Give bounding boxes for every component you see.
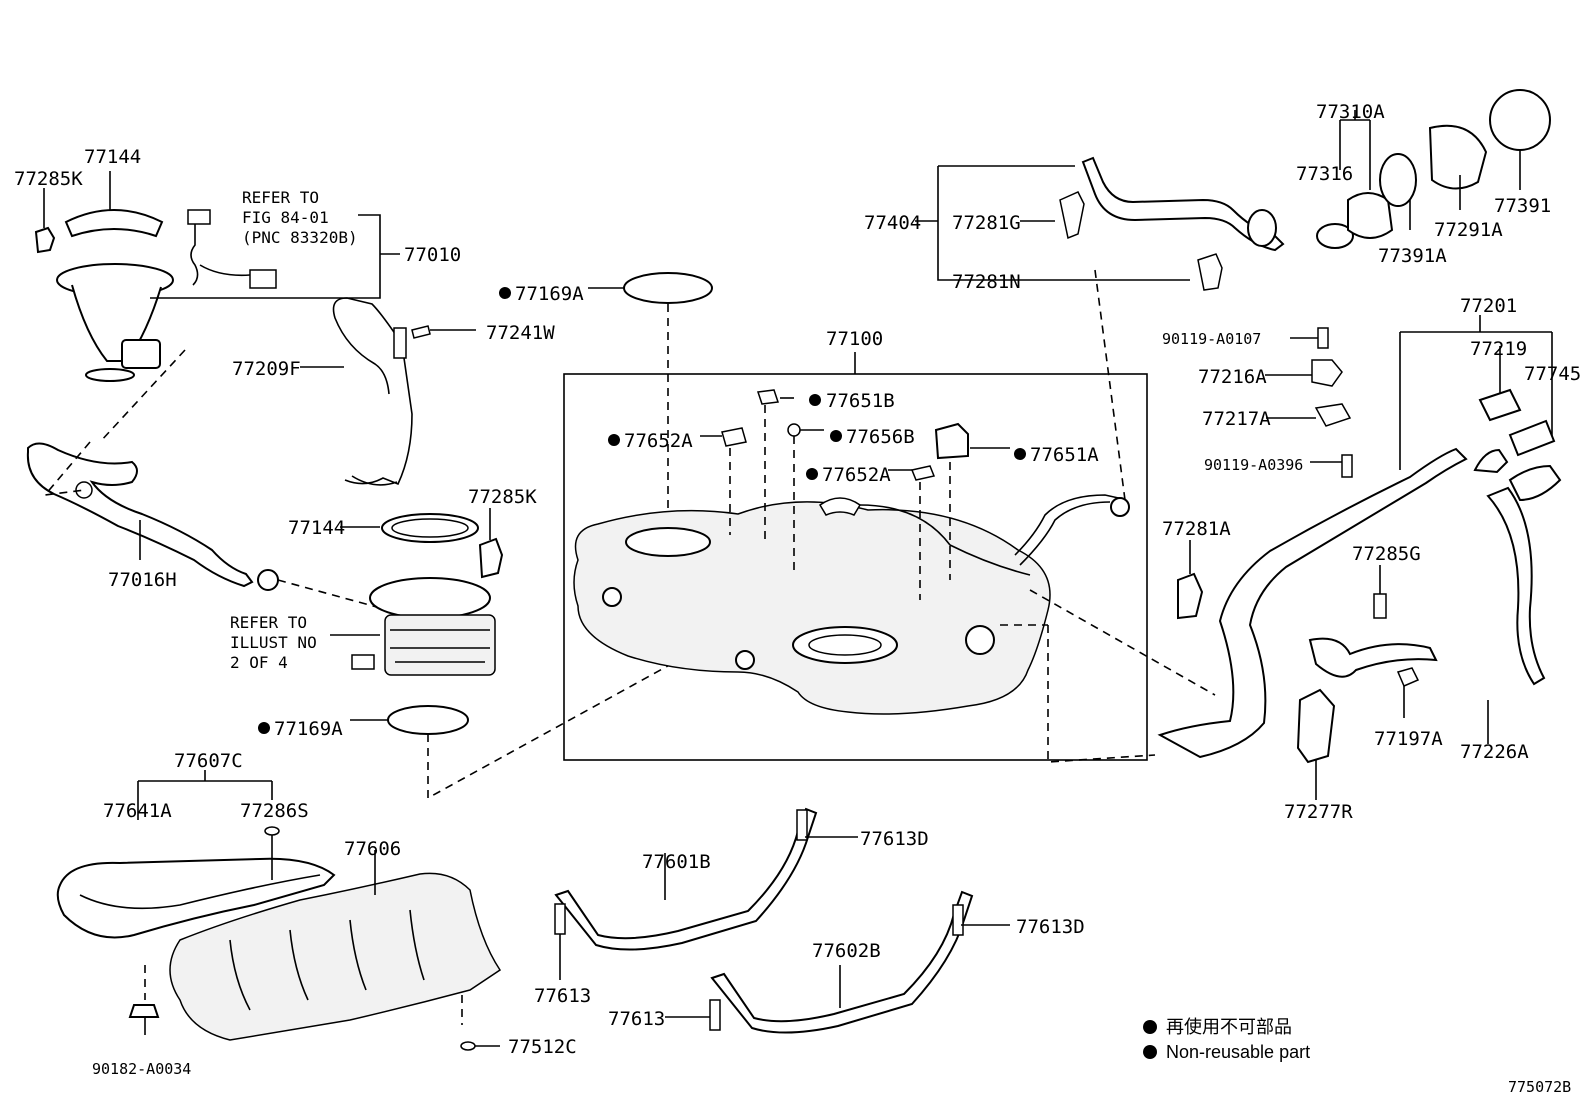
label-77651A[interactable]: 77651A (1030, 444, 1099, 466)
label-77286S[interactable]: 77286S (240, 800, 309, 822)
label-77656B[interactable]: 77656B (846, 426, 915, 448)
vent-hose-77404 (1059, 156, 1285, 291)
non-reusable-marker (806, 468, 818, 480)
label-77016H[interactable]: 77016H (108, 569, 177, 591)
label-77281N[interactable]: 77281N (952, 271, 1021, 293)
protector-77641A (56, 857, 336, 939)
fuel-hose-77016H (26, 442, 279, 591)
label-77209F[interactable]: 77209F (232, 358, 301, 380)
label-77277R[interactable]: 77277R (1284, 801, 1353, 823)
label-77641A[interactable]: 77641A (103, 800, 172, 822)
fuel-pump-assembly-top (34, 171, 277, 382)
label-90182-A0034[interactable]: 90182-A0034 (92, 1060, 191, 1078)
label-90119-A0396[interactable]: 90119-A0396 (1204, 456, 1303, 474)
legend-text-jp: 再使用不可部品 (1166, 1017, 1292, 1037)
filler-pipe-77201 (1157, 388, 1562, 759)
label-77285K-top[interactable]: 77285K (14, 168, 83, 190)
label-77197A[interactable]: 77197A (1374, 728, 1443, 750)
label-77652A-mid[interactable]: 77652A (822, 464, 891, 486)
label-77241W[interactable]: 77241W (486, 322, 555, 344)
label-77613-left[interactable]: 77613 (534, 985, 591, 1007)
fuel-line-77209F (300, 297, 476, 486)
refer-illust-line2: ILLUST NO (230, 633, 317, 652)
fuel-pump-module (330, 577, 496, 676)
label-77285K-mid[interactable]: 77285K (468, 486, 537, 508)
label-77652A-left[interactable]: 77652A (624, 430, 693, 452)
figure-id: 775072B (1508, 1078, 1571, 1096)
label-77316[interactable]: 77316 (1296, 163, 1353, 185)
refer-fig-line3: (PNC 83320B) (242, 228, 358, 247)
o-ring-bottom (387, 705, 469, 735)
label-77216A[interactable]: 77216A (1198, 366, 1267, 388)
label-77100[interactable]: 77100 (826, 328, 883, 350)
label-77217A[interactable]: 77217A (1202, 408, 1271, 430)
label-77613D-top[interactable]: 77613D (860, 828, 929, 850)
non-reusable-marker (258, 722, 270, 734)
retainer-ring-77144 (381, 513, 479, 543)
legend-marker-en (1143, 1045, 1157, 1059)
label-77601B[interactable]: 77601B (642, 851, 711, 873)
legend: 再使用不可部品 Non-reusable part (1143, 1017, 1310, 1062)
label-77169A-top[interactable]: 77169A (515, 283, 584, 305)
label-77606[interactable]: 77606 (344, 838, 401, 860)
label-77219[interactable]: 77219 (1470, 338, 1527, 360)
non-reusable-marker (499, 287, 511, 299)
label-77391[interactable]: 77391 (1494, 195, 1551, 217)
label-77169A-bottom[interactable]: 77169A (274, 718, 343, 740)
protector-77606 (169, 872, 502, 1041)
label-77226A[interactable]: 77226A (1460, 741, 1529, 763)
part-labels: 77285K 77144 REFER TO FIG 84-01 (PNC 833… (14, 101, 1581, 1078)
filler-cap-group (1316, 89, 1551, 249)
tank-band-77601B (554, 807, 818, 951)
label-77613-mid[interactable]: 77613 (608, 1008, 665, 1030)
label-77512C[interactable]: 77512C (508, 1036, 577, 1058)
non-reusable-marker (809, 394, 821, 406)
label-77310A[interactable]: 77310A (1316, 101, 1385, 123)
label-77144-mid[interactable]: 77144 (288, 517, 345, 539)
label-77602B[interactable]: 77602B (812, 940, 881, 962)
legend-marker-jp (1143, 1020, 1157, 1034)
label-77404[interactable]: 77404 (864, 212, 921, 234)
refer-illust-line3: 2 OF 4 (230, 653, 288, 672)
label-90119-A0107[interactable]: 90119-A0107 (1162, 330, 1261, 348)
legend-text-en: Non-reusable part (1166, 1042, 1310, 1062)
label-77201[interactable]: 77201 (1460, 295, 1517, 317)
label-77281G[interactable]: 77281G (952, 212, 1021, 234)
non-reusable-marker (608, 434, 620, 446)
refer-fig-line1: REFER TO (242, 188, 319, 207)
non-reusable-marker (830, 430, 842, 442)
label-77010[interactable]: 77010 (404, 244, 461, 266)
label-77291A[interactable]: 77291A (1434, 219, 1503, 241)
label-77285G[interactable]: 77285G (1352, 543, 1421, 565)
tank-band-77602B (710, 890, 974, 1034)
label-77651B[interactable]: 77651B (826, 390, 895, 412)
o-ring-top (623, 272, 713, 304)
label-77745[interactable]: 77745 (1524, 363, 1581, 385)
label-77144-top[interactable]: 77144 (84, 146, 141, 168)
label-77607C[interactable]: 77607C (174, 750, 243, 772)
refer-fig-line2: FIG 84-01 (242, 208, 329, 227)
label-77281A[interactable]: 77281A (1162, 518, 1231, 540)
fuel-tank-77100 (573, 494, 1130, 715)
refer-illust-line1: REFER TO (230, 613, 307, 632)
label-77391A[interactable]: 77391A (1378, 245, 1447, 267)
non-reusable-marker (1014, 448, 1026, 460)
label-77613D-right[interactable]: 77613D (1016, 916, 1085, 938)
